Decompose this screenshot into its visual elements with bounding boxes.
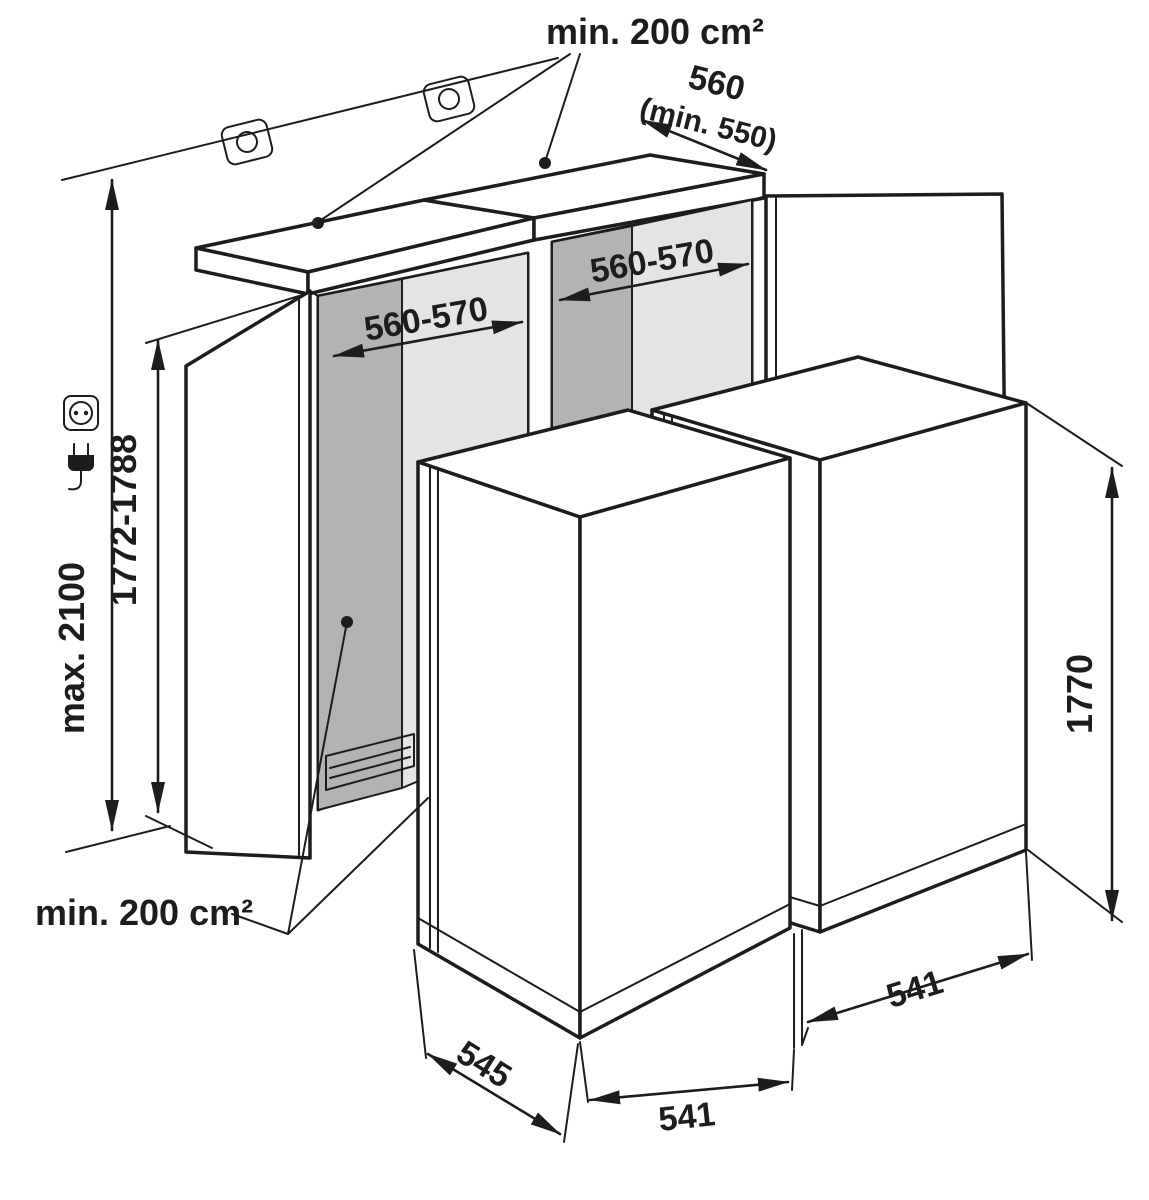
right-appliance-width-label: 541 (882, 963, 947, 1016)
appliance-depth-label: 545 (450, 1034, 518, 1096)
dim-max-overall-height: max. 2100 (51, 178, 171, 853)
left-niche-door-open (184, 289, 312, 860)
dim-niche-height: 1772-1788 (103, 291, 313, 849)
right-niche-front-band (532, 172, 766, 242)
left-appliance-side-face (578, 456, 792, 1040)
niche-height-label: 1772-1788 (103, 434, 144, 606)
top-ventilation-label: min. 200 cm² (546, 11, 764, 52)
left-appliance (416, 408, 792, 1040)
left-appliance-width-label: 541 (657, 1095, 717, 1139)
appliance-height-label: 1770 (1059, 654, 1100, 734)
power-plug-icon (68, 443, 94, 491)
left-niche-vent-grille (325, 733, 415, 791)
max-overall-height-label: max. 2100 (51, 562, 92, 734)
top-depth-label: 560 (685, 58, 749, 109)
power-socket-icon (63, 395, 99, 431)
bottom-ventilation-callout: min. 200 cm² (35, 616, 429, 935)
dim-left-appliance-width: 541 (579, 1041, 795, 1139)
bottom-ventilation-label: min. 200 cm² (35, 892, 253, 933)
wall-bracket-icon (220, 118, 274, 166)
right-appliance-side-face (818, 401, 1028, 934)
left-appliance-front-face (416, 460, 582, 1040)
wall-line (61, 57, 559, 181)
top-ventilation-callout: min. 200 cm² (312, 11, 764, 229)
dim-appliance-height: 1770 (1027, 403, 1123, 923)
left-niche-interior-side-wall (317, 278, 403, 811)
wall-bracket-icon (422, 75, 476, 123)
dim-top-depth: 560 (min. 550) (636, 58, 780, 172)
